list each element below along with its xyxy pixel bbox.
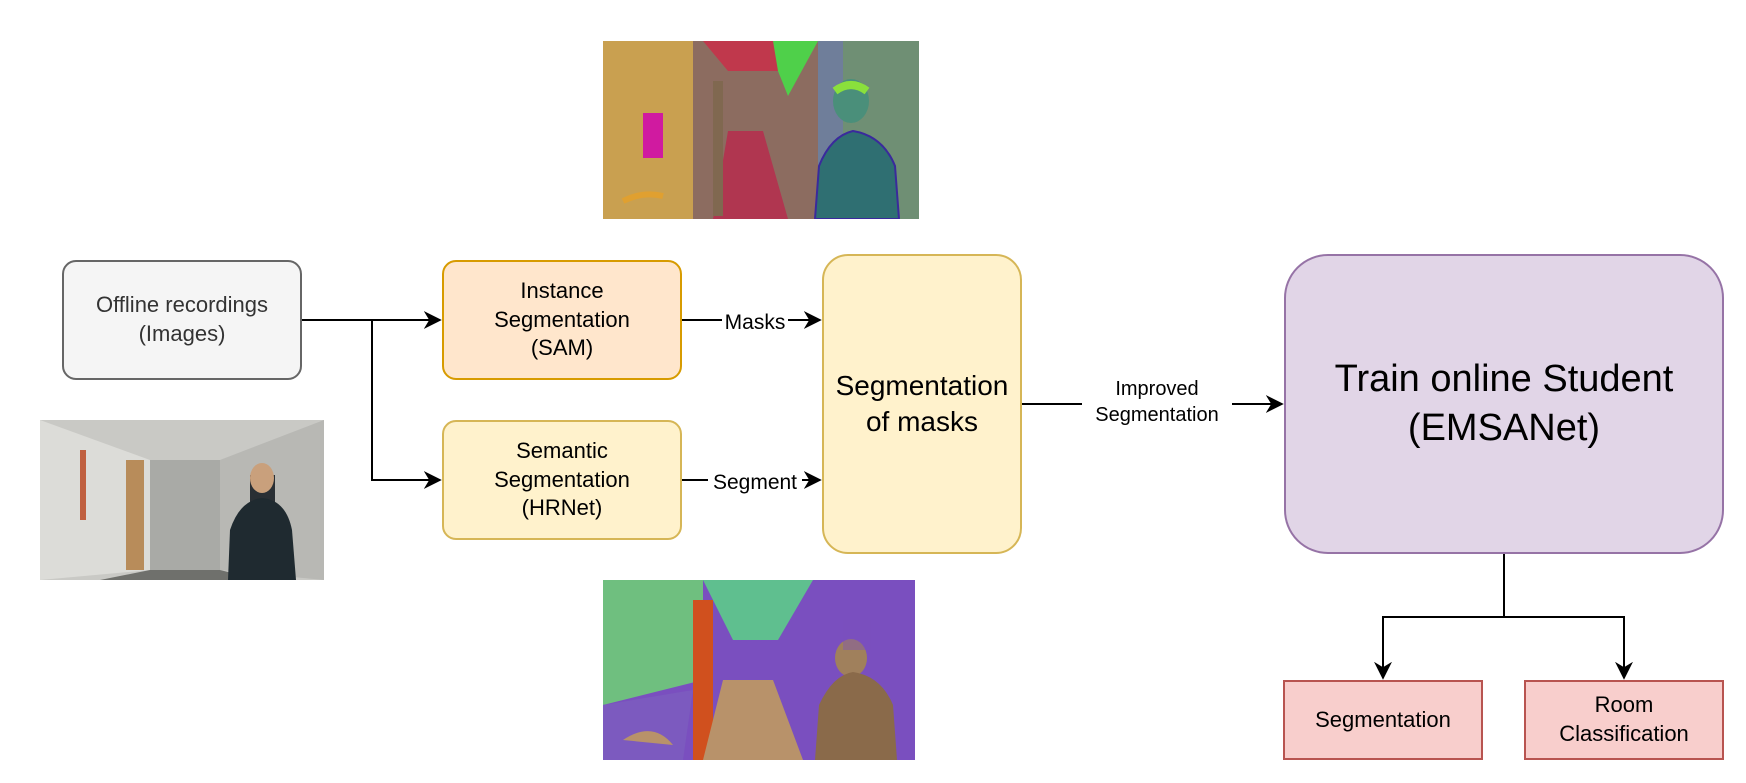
segmentation-of-masks-node: Segmentation of masks [822, 254, 1022, 554]
edge-label-segment: Segment [708, 469, 802, 497]
rgb-photo [40, 420, 324, 580]
edge-label-masks: Masks [722, 309, 788, 337]
edge-offline-to-semantic [371, 320, 442, 489]
edge-label-improved-segmentation: Improved Segmentation [1082, 376, 1232, 428]
output-segmentation-node: Segmentation [1283, 680, 1483, 760]
output-room-classification-node: Room Classification [1524, 680, 1724, 760]
train-student-label: Train online Student (EMSANet) [1334, 357, 1674, 449]
instance-segmentation-node: Instance Segmentation (SAM) [442, 260, 682, 380]
semantic-segmentation-label: Semantic Segmentation (HRNet) [494, 438, 630, 521]
edge-student-to-seg [1374, 554, 1505, 680]
segmentation-of-masks-label: Segmentation of masks [835, 369, 1009, 437]
sam-masks-image [603, 41, 919, 219]
train-student-node: Train online Student (EMSANet) [1284, 254, 1724, 554]
output-segmentation-label: Segmentation [1315, 706, 1451, 732]
offline-recordings-node: Offline recordings (Images) [62, 260, 302, 380]
semantic-segmentation-node: Semantic Segmentation (HRNet) [442, 420, 682, 540]
output-room-classification-label: Room Classification [1559, 692, 1689, 746]
semantic-overlay-image [603, 580, 915, 760]
instance-segmentation-label: Instance Segmentation (SAM) [494, 278, 630, 361]
edge-student-to-room [1504, 616, 1633, 680]
offline-recordings-label: Offline recordings (Images) [95, 292, 268, 346]
